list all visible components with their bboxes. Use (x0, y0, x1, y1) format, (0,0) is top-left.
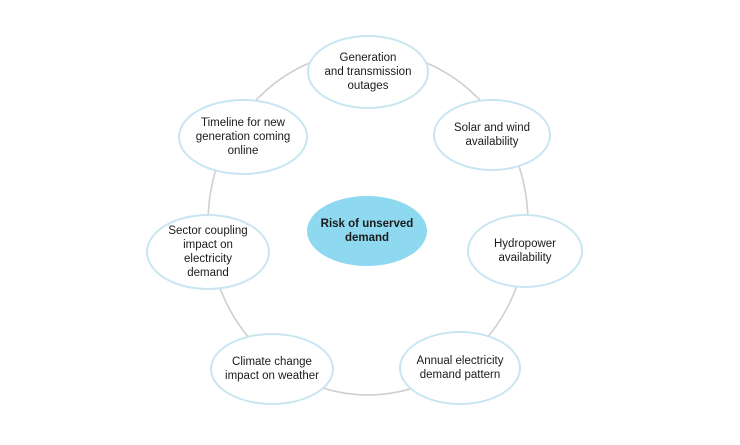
node-climate-change-impact-on-weather: Climate change impact on weather (210, 333, 334, 405)
node-generation-and-transmission-outages: Generation and transmission outages (307, 35, 429, 109)
node-annual-electricity-demand-pattern: Annual electricity demand pattern (399, 331, 521, 405)
node-solar-and-wind-availability: Solar and wind availability (433, 99, 551, 171)
node-hydropower-availability: Hydropower availability (467, 214, 583, 288)
node-sector-coupling-impact-on-electricity-demand: Sector coupling impact on electricity de… (146, 214, 270, 290)
center-node-risk-of-unserved-demand: Risk of unserved demand (307, 196, 427, 266)
node-timeline-for-new-generation-coming-online: Timeline for new generation coming onlin… (178, 99, 308, 175)
